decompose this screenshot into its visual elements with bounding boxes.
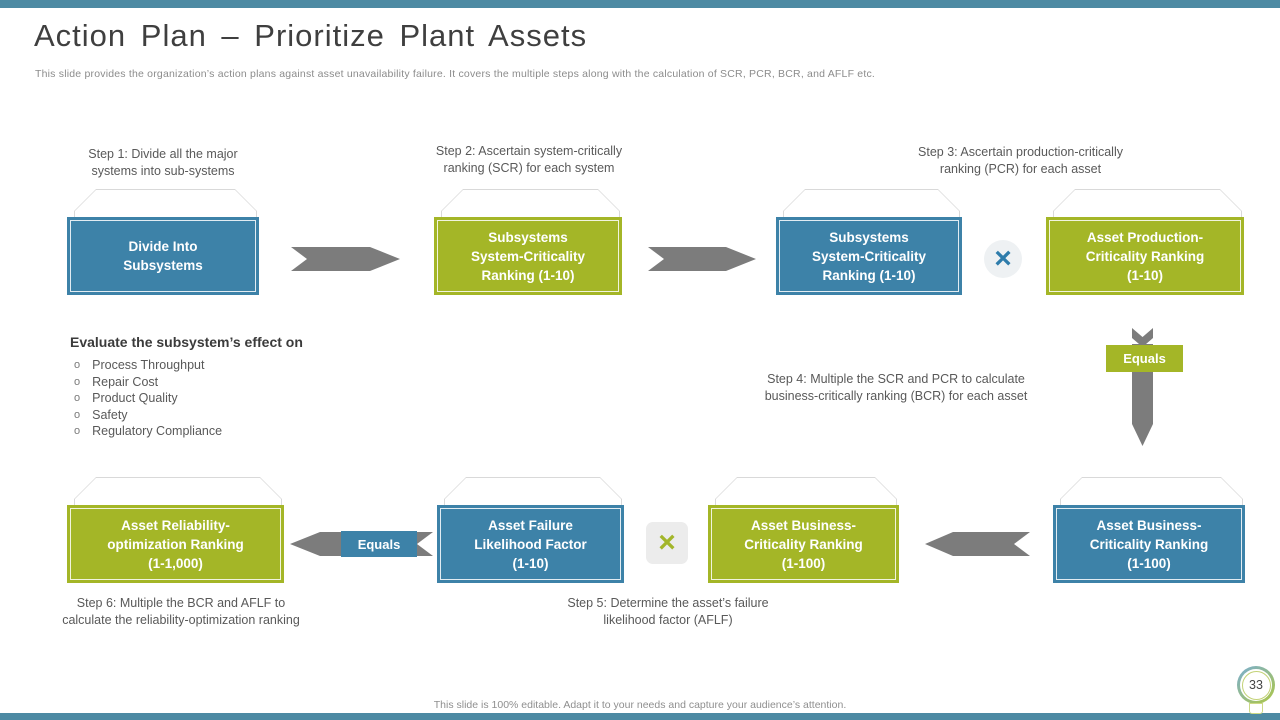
evaluate-block: Evaluate the subsystem’s effect on o Pro… xyxy=(70,334,360,440)
process-box-label: Asset Business- Criticality Ranking (1-1… xyxy=(1089,517,1209,571)
arrow-right-icon xyxy=(291,247,400,271)
equals-label-horizontal: Equals xyxy=(341,531,417,557)
equals-text: Equals xyxy=(357,536,401,552)
page-title: Action Plan – Prioritize Plant Assets xyxy=(34,18,588,53)
step2-caption: Step 2: Ascertain system-critically rank… xyxy=(435,144,623,175)
step6-caption: Step 6: Multiple the BCR and AFLF to cal… xyxy=(62,596,300,627)
list-item: o Process Throughput xyxy=(70,357,360,374)
process-box-label: Subsystems System-Criticality Ranking (1… xyxy=(470,229,586,283)
process-box-asset-reliability-ranking: Asset Reliability- optimization Ranking … xyxy=(67,505,284,583)
equals-label-vertical: Equals xyxy=(1106,345,1183,372)
list-item: o Repair Cost xyxy=(70,374,360,391)
process-box-divide-into-subsystems: Divide Into Subsystems xyxy=(67,217,259,295)
multiply-glyph: × xyxy=(994,242,1012,275)
step1-caption: Step 1: Divide all the major systems int… xyxy=(88,147,238,178)
bullet-list: o Process Throughput o Repair Cost o Pro… xyxy=(70,357,360,440)
process-box-asset-pcr: Asset Production- Criticality Ranking (1… xyxy=(1046,217,1244,295)
bullet-icon: o xyxy=(74,425,81,437)
process-box-label: Asset Production- Criticality Ranking (1… xyxy=(1085,229,1205,283)
step4-caption: Step 4: Multiple the SCR and PCR to calc… xyxy=(764,372,1028,403)
step5-caption: Step 5: Determine the asset’s failure li… xyxy=(567,596,769,627)
process-box-asset-failure-likelihood: Asset Failure Likelihood Factor (1-10) xyxy=(437,505,624,583)
slide-subtitle: This slide provides the organization’s a… xyxy=(35,68,876,80)
list-item: o Safety xyxy=(70,407,360,424)
process-box-label: Subsystems System-Criticality Ranking (1… xyxy=(811,229,927,283)
multiply-glyph: × xyxy=(658,526,676,559)
list-item-label: Product Quality xyxy=(92,391,178,405)
bullet-icon: o xyxy=(74,392,81,404)
evaluate-heading: Evaluate the subsystem’s effect on xyxy=(70,334,303,350)
top-accent-bar xyxy=(0,0,1280,8)
list-item-label: Regulatory Compliance xyxy=(92,424,223,438)
equals-text: Equals xyxy=(1123,351,1166,366)
process-box-subsystems-scr: Subsystems System-Criticality Ranking (1… xyxy=(434,217,622,295)
bulb-circle-icon: 33 xyxy=(1237,666,1275,704)
process-box-label: Asset Reliability- optimization Ranking … xyxy=(107,517,244,571)
page-number: 33 xyxy=(1241,670,1271,700)
list-item-label: Repair Cost xyxy=(92,374,159,389)
list-item-label: Process Throughput xyxy=(92,358,205,372)
list-item-label: Safety xyxy=(92,407,128,422)
bottom-accent-bar xyxy=(0,713,1280,720)
process-box-asset-bcr-green: Asset Business- Criticality Ranking (1-1… xyxy=(708,505,899,583)
process-box-label: Asset Failure Likelihood Factor (1-10) xyxy=(474,517,587,571)
bullet-icon: o xyxy=(74,359,81,371)
bulb-base-icon xyxy=(1249,703,1263,714)
bullet-icon: o xyxy=(74,375,81,388)
process-box-asset-bcr-blue: Asset Business- Criticality Ranking (1-1… xyxy=(1053,505,1245,583)
process-box-label: Divide Into Subsystems xyxy=(123,239,203,273)
arrow-right-icon xyxy=(648,247,756,271)
page-number-bulb: 33 xyxy=(1235,666,1277,714)
bullet-icon: o xyxy=(74,408,81,421)
list-item: o Product Quality xyxy=(70,390,360,407)
process-box-subsystems-scr-2: Subsystems System-Criticality Ranking (1… xyxy=(776,217,962,295)
multiply-icon: × xyxy=(984,240,1022,278)
multiply-icon: × xyxy=(646,522,688,564)
footer-note: This slide is 100% editable. Adapt it to… xyxy=(433,699,847,711)
arrow-left-icon xyxy=(925,532,1030,556)
step3-caption: Step 3: Ascertain production-critically … xyxy=(918,145,1123,176)
process-box-label: Asset Business- Criticality Ranking (1-1… xyxy=(744,517,863,571)
list-item: o Regulatory Compliance xyxy=(70,423,360,440)
